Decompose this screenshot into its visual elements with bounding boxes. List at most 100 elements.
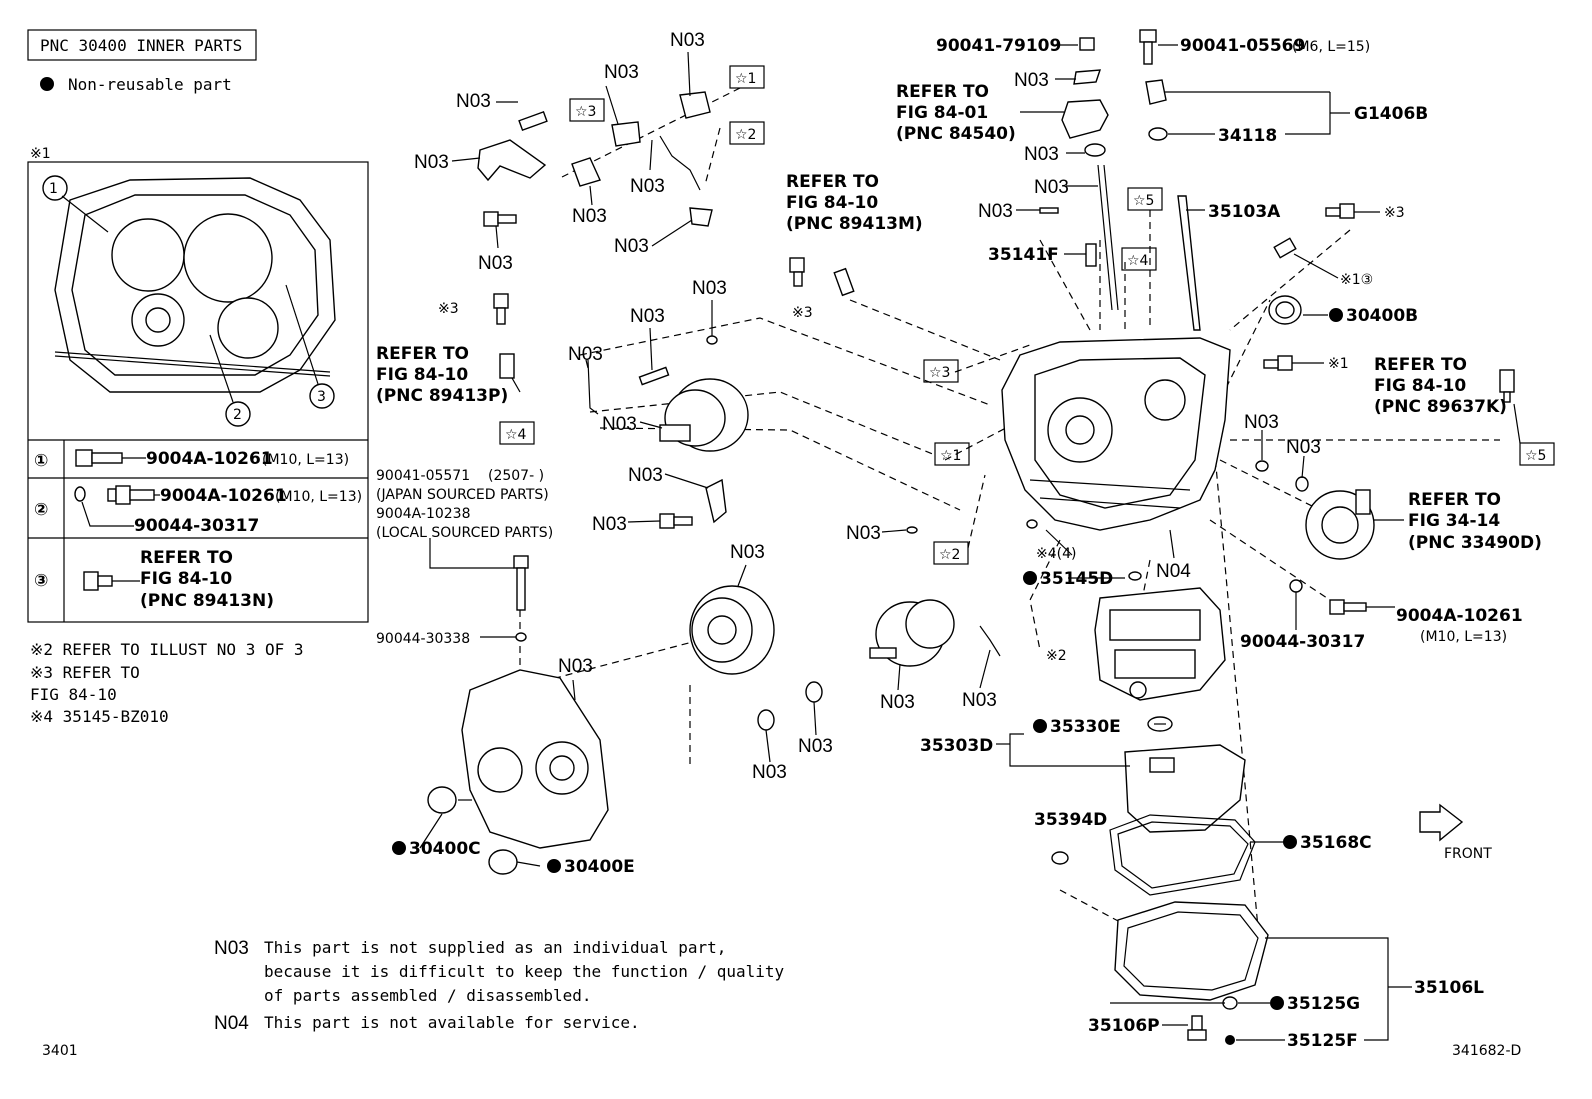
callout-n04: N04 <box>1156 561 1191 582</box>
star-tag-4-left: ☆4 <box>499 421 535 445</box>
ref-89637k-2: FIG 84-10 <box>1374 376 1466 396</box>
callout-n03: N03 <box>978 201 1013 222</box>
callout-35145d: 35145D <box>1040 569 1113 589</box>
star-tag-4-mid: ☆4 <box>1121 247 1157 271</box>
note-x2: ※2 REFER TO ILLUST NO 3 OF 3 <box>30 640 304 659</box>
front-label: FRONT <box>1444 846 1492 862</box>
bolt-x3-left <box>493 293 509 325</box>
star-tag-5-right: ☆5 <box>1519 442 1555 466</box>
callout-n03: N03 <box>414 152 449 173</box>
inset-housing-drawing <box>54 177 336 393</box>
ref-84540-2: FIG 84-01 <box>896 103 988 123</box>
svg-text:☆3: ☆3 <box>575 104 596 120</box>
svg-text:☆4: ☆4 <box>505 427 527 443</box>
svg-text:☆3: ☆3 <box>929 365 950 381</box>
svg-text:☆5: ☆5 <box>1525 448 1546 464</box>
callout-n03: N03 <box>478 253 513 274</box>
callout-35106l: 35106L <box>1414 978 1484 998</box>
inset-row1-spec: (M10, L=13) <box>262 452 349 468</box>
ref-89413p-3: (PNC 89413P) <box>376 386 508 406</box>
star-tag-5-mid: ☆5 <box>1127 187 1163 211</box>
note-x3-fig: FIG 84-10 <box>30 685 117 704</box>
note-x4: ※4 35145-BZ010 <box>30 707 169 726</box>
svg-text:☆5: ☆5 <box>1133 193 1154 209</box>
oil-seal-30400c <box>427 786 457 814</box>
callout-n03: N03 <box>1244 412 1279 433</box>
inset-row2-spec: (M10, L=13) <box>275 489 362 505</box>
inset-row3-ref3: (PNC 89413N) <box>140 591 274 611</box>
callout-x1-right: ※1 <box>1328 356 1349 372</box>
star-tag-3-top: ☆3 <box>569 98 605 122</box>
inset-row2-washer: 90044-30317 <box>134 516 259 536</box>
callout-35330e: 35330E <box>1050 717 1121 737</box>
front-arrow-icon <box>1419 803 1464 842</box>
legend-text: Non-reusable part <box>68 75 232 94</box>
pin-n03 <box>518 110 548 132</box>
callout-x4-4: ※4(4) <box>1036 546 1076 562</box>
transaxle-case <box>1001 337 1231 531</box>
footnote-n03-line2: because it is difficult to keep the func… <box>264 962 785 981</box>
inset-row1-part: 9004A-10261 <box>146 449 273 469</box>
bracket-assembly <box>1061 37 1119 311</box>
bolt-35106p <box>1187 1015 1207 1041</box>
callout-90041-05569: 90041-05569 <box>1180 36 1305 56</box>
ref-89413m-3: (PNC 89413M) <box>786 214 923 234</box>
svg-text:☆1: ☆1 <box>940 448 961 464</box>
japan-sourced: (JAPAN SOURCED PARTS) <box>376 487 549 503</box>
inset-row3-num: ③ <box>34 571 48 591</box>
callout-35303d: 35303D <box>920 736 993 756</box>
callout-n03: N03 <box>670 30 705 51</box>
bolt-9004a-right <box>1329 599 1367 615</box>
callout-30400c: 30400C <box>409 839 481 859</box>
shift-block <box>611 121 641 147</box>
callout-x2: ※2 <box>1046 648 1067 664</box>
callout-n03: N03 <box>456 91 491 112</box>
star-tag-3-mid: ☆3 <box>923 359 959 383</box>
sensor-89637k <box>1499 369 1515 403</box>
inset-row1-num: ① <box>34 451 48 471</box>
local-sourced: (LOCAL SOURCED PARTS) <box>376 525 553 541</box>
bolt-90041-05571 <box>513 555 529 569</box>
svg-text:1: 1 <box>49 181 58 197</box>
pin-35141f <box>1085 243 1097 267</box>
bolt-x3-mid <box>789 257 805 287</box>
transaxle-housing <box>461 669 609 849</box>
bolt-icon <box>75 449 123 467</box>
callout-n03: N03 <box>1014 70 1049 91</box>
bolt-x3-right <box>1325 203 1355 219</box>
counter-gear <box>869 599 955 667</box>
callout-n03: N03 <box>572 206 607 227</box>
callout-35106p: 35106P <box>1088 1016 1160 1036</box>
star-tag-1-mid: ☆1 <box>934 442 970 466</box>
footnote-n04-code: N04 <box>214 1013 249 1034</box>
differential-gear-top <box>659 378 749 452</box>
valve-body <box>1094 587 1226 701</box>
breather-plug <box>1139 29 1168 141</box>
page-code-right: 341682-D <box>1452 1043 1521 1059</box>
footnote-n03-code: N03 <box>214 938 249 959</box>
callout-n03: N03 <box>592 514 627 535</box>
footnote-n03-line1: This part is not supplied as an individu… <box>264 938 726 957</box>
callout-n03: N03 <box>558 656 593 677</box>
callout-n03: N03 <box>630 176 665 197</box>
callout-9004a-10261-spec: (M10, L=13) <box>1420 629 1507 645</box>
ref-33490d-3: (PNC 33490D) <box>1408 533 1542 553</box>
svg-text:☆2: ☆2 <box>939 547 960 563</box>
callout-35125f: 35125F <box>1287 1031 1358 1051</box>
ref-89637k-1: REFER TO <box>1374 355 1467 375</box>
sensor-89413p <box>499 353 515 379</box>
ref-33490d-2: FIG 34-14 <box>1408 511 1500 531</box>
sensor-x1-3 <box>1273 237 1297 259</box>
callout-30400e: 30400E <box>564 857 635 877</box>
bolt-icon <box>107 485 155 505</box>
callout-30400b: 30400B <box>1346 306 1418 326</box>
svg-text:3: 3 <box>317 389 326 405</box>
callout-35141f: 35141F <box>988 245 1059 265</box>
ref-84540-1: REFER TO <box>896 82 989 102</box>
ref-89637k-3: (PNC 89637K) <box>1374 397 1507 417</box>
callout-n03: N03 <box>880 692 915 713</box>
callout-n03: N03 <box>602 414 637 435</box>
note-x3: ※3 REFER TO <box>30 663 140 682</box>
sensor-icon <box>83 571 113 591</box>
callout-x3-right: ※3 <box>1384 205 1405 221</box>
